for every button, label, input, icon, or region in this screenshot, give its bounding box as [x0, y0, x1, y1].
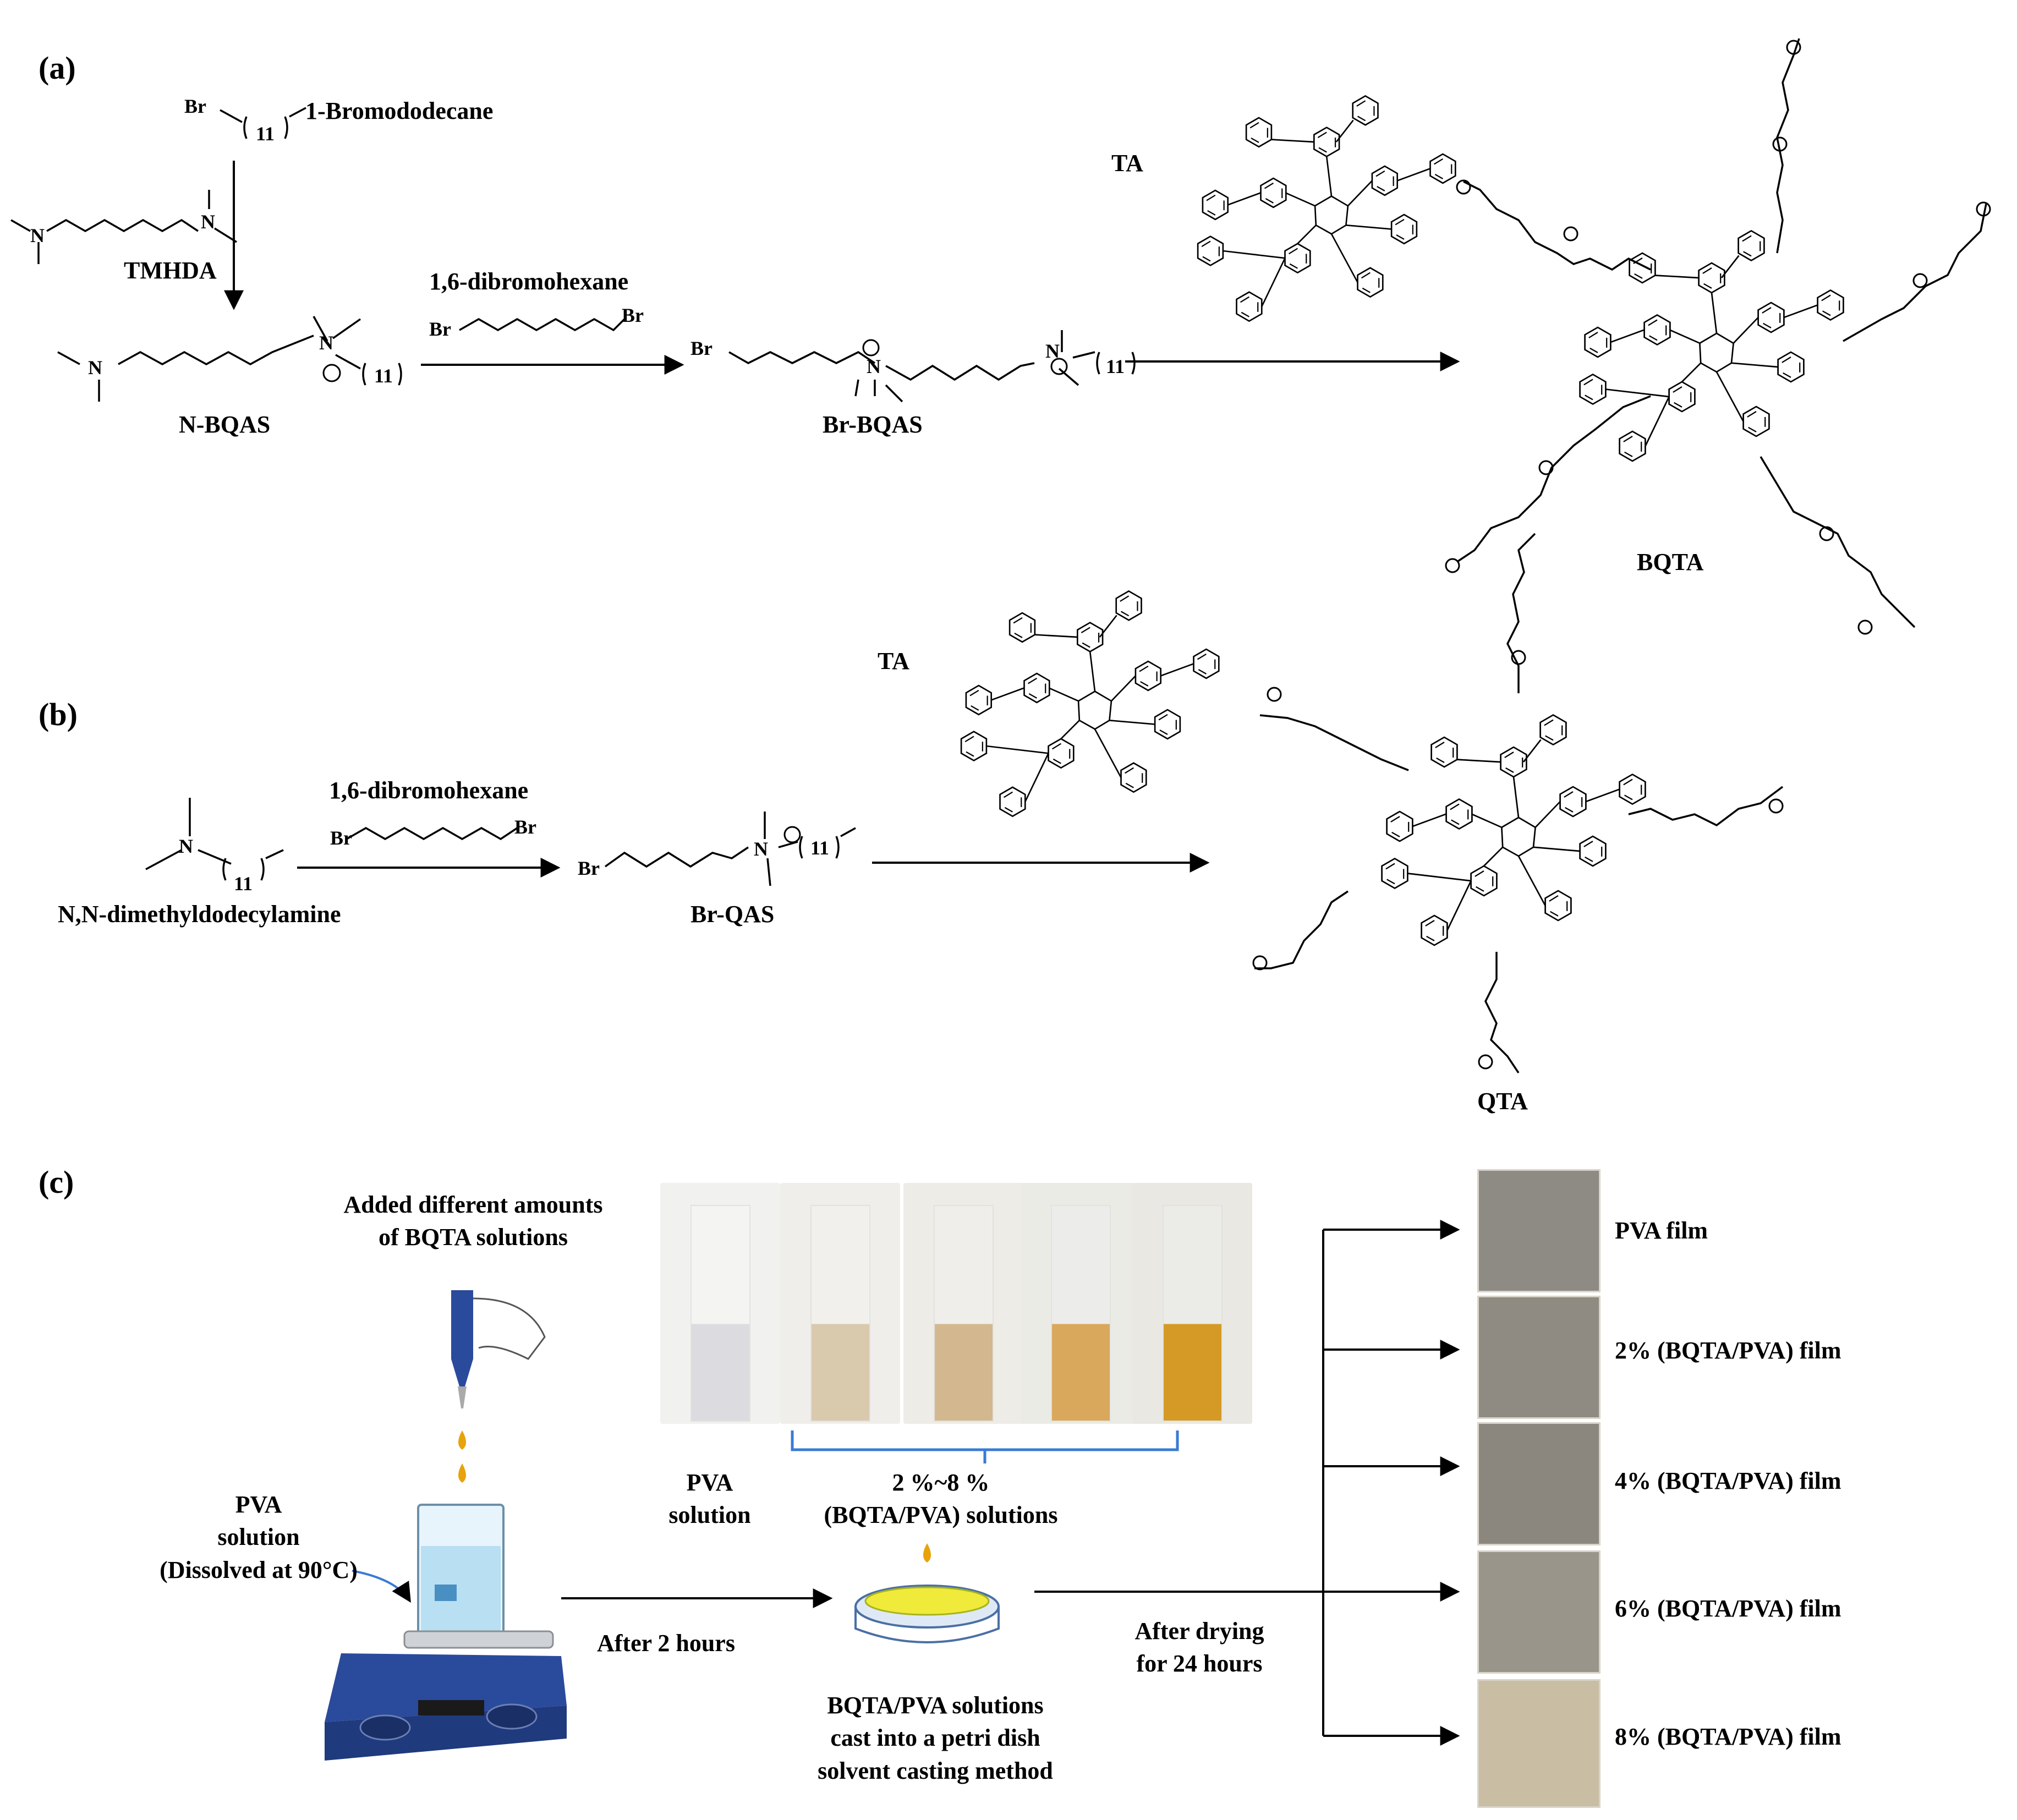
- petri-dish: [854, 1585, 1000, 1643]
- subscript-11: 11: [256, 123, 275, 145]
- charge-plus-1: [322, 364, 341, 382]
- atom-br: Br: [690, 337, 712, 359]
- vial-photo-4pct: [903, 1183, 1023, 1424]
- atom-n: N: [201, 211, 215, 233]
- panel-b-label: (b): [39, 697, 78, 732]
- nbqas-structure: [57, 316, 402, 402]
- film-label-pva: PVA film: [1615, 1217, 1708, 1244]
- bromododecane-structure: [220, 107, 306, 139]
- atom-br: Br: [622, 304, 644, 326]
- brqas-structure: [604, 812, 856, 886]
- film-swatch-6pct: [1477, 1550, 1601, 1674]
- film-swatch-4pct: [1477, 1422, 1601, 1545]
- pipette-illustration: [451, 1290, 546, 1408]
- label-1-bromododecane: 1-Bromododecane: [305, 97, 494, 124]
- subscript-11: 11: [374, 365, 393, 387]
- label-ta-a: TA: [1111, 150, 1143, 177]
- subscript-11: 11: [234, 873, 253, 895]
- vial-photo-6pct: [1021, 1183, 1141, 1424]
- atom-n: N: [179, 835, 193, 857]
- film-label-2pct: 2% (BQTA/PVA) film: [1615, 1337, 1841, 1364]
- dibromohexane-structure-b: [346, 826, 518, 841]
- label-ta-b: TA: [878, 648, 909, 675]
- film-swatch-8pct: [1477, 1679, 1601, 1808]
- panel-c-label: (c): [39, 1164, 74, 1200]
- atom-n: N: [1045, 340, 1060, 362]
- dimethyldodecylamine-structure: [145, 798, 284, 881]
- label-dibromohexane-b: 1,6-dibromohexane: [329, 777, 529, 804]
- label-vial-pva: PVA solution: [668, 1469, 751, 1529]
- subscript-11: 11: [1106, 355, 1125, 377]
- label-br-qas: Br-QAS: [690, 901, 775, 928]
- atom-n: N: [754, 838, 768, 860]
- beaker-on-stirrer: [325, 1504, 567, 1761]
- label-tmhda: TMHDA: [124, 257, 217, 284]
- label-after-drying: After drying for 24 hours: [1134, 1618, 1264, 1678]
- vial-photo-8pct: [1132, 1183, 1252, 1424]
- film-label-6pct: 6% (BQTA/PVA) film: [1615, 1595, 1841, 1622]
- atom-br: Br: [514, 816, 536, 838]
- solutions-bracket: [791, 1430, 1179, 1463]
- label-casting-method: BQTA/PVA solutions cast into a petri dis…: [818, 1692, 1053, 1784]
- label-dimethyldodecylamine: N,N-dimethyldodecylamine: [58, 901, 341, 928]
- label-add-bqta: Added different amounts of BQTA solution…: [343, 1191, 603, 1251]
- atom-br: Br: [578, 857, 600, 879]
- atom-n: N: [30, 224, 45, 246]
- film-label-8pct: 8% (BQTA/PVA) film: [1615, 1723, 1841, 1750]
- charge-plus-4: [783, 826, 801, 843]
- atom-n: N: [88, 357, 102, 379]
- charge-plus-2: [862, 339, 880, 357]
- atom-br: Br: [429, 318, 451, 340]
- label-br-bqas: Br-BQAS: [823, 411, 923, 438]
- film-swatch-pva: [1477, 1169, 1601, 1292]
- atom-n: N: [319, 332, 333, 354]
- label-after-2-hours: After 2 hours: [597, 1630, 735, 1657]
- vial-photo-2pct: [780, 1183, 900, 1424]
- atom-br: Br: [330, 827, 352, 849]
- label-vial-bqta-pva: 2 %~8 % (BQTA/PVA) solutions: [824, 1469, 1058, 1529]
- brbqas-structure: [728, 330, 1136, 403]
- label-n-bqas: N-BQAS: [179, 411, 271, 438]
- tmhda-structure: [10, 190, 237, 264]
- label-dibromohexane-a: 1,6-dibromohexane: [429, 268, 629, 295]
- dibromohexane-structure-a: [459, 317, 626, 332]
- qta-structure: [1252, 533, 1784, 1073]
- label-bqta: BQTA: [1637, 549, 1704, 575]
- panel-a-label: (a): [39, 50, 76, 86]
- subscript-11: 11: [810, 837, 830, 859]
- vial-photo-pva: [660, 1183, 780, 1424]
- tannic-acid-structure-a: [1198, 96, 1455, 321]
- film-swatch-2pct: [1477, 1296, 1601, 1419]
- pva-pointer: [352, 1570, 411, 1603]
- label-qta: QTA: [1477, 1088, 1528, 1115]
- film-label-4pct: 4% (BQTA/PVA) film: [1615, 1467, 1841, 1494]
- bqta-structure: [1445, 38, 1991, 635]
- charge-plus-3: [1050, 358, 1068, 375]
- label-pva-solution-source: PVA solution (Dissolved at 90°C): [160, 1491, 358, 1583]
- atom-n: N: [867, 355, 881, 377]
- atom-br: Br: [184, 95, 206, 117]
- tannic-acid-structure-b: [961, 591, 1219, 816]
